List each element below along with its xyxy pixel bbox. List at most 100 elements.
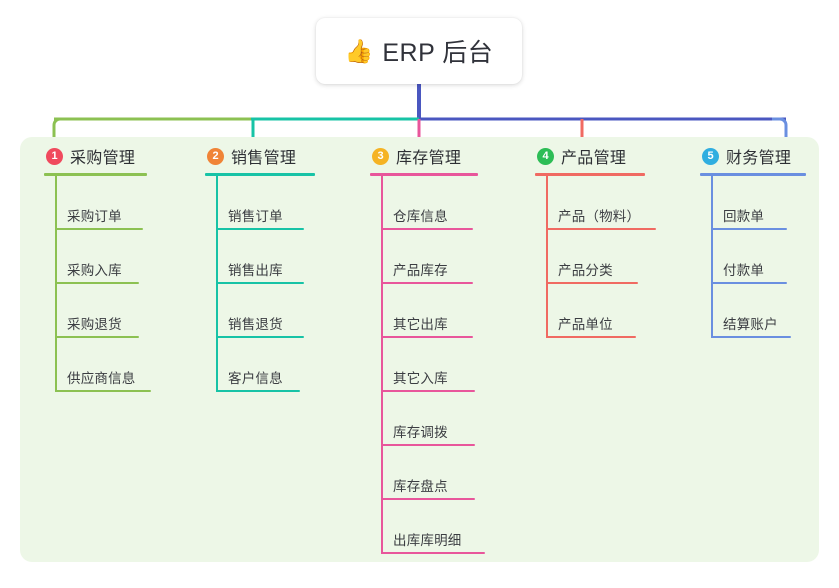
leaf-item[interactable]: 产品库存: [381, 230, 478, 284]
leaf-label: 其它入库: [393, 371, 448, 386]
branch-badge-1: 1: [46, 147, 63, 165]
leaf-label: 其它出库: [393, 317, 448, 332]
leaf-list-4: 产品（物料） 产品分类产品单位: [535, 176, 656, 338]
branch-badge-2: 2: [207, 147, 224, 165]
leaf-item[interactable]: 产品单位: [546, 284, 645, 338]
branch-badge-5: 5: [702, 147, 719, 165]
leaf-spine-5: [711, 176, 713, 338]
branch-rule-5: [700, 173, 806, 176]
leaf-item[interactable]: 库存调拨: [381, 392, 478, 446]
leaf-label: 回款单: [723, 209, 765, 224]
leaf-label: 采购退货: [67, 317, 122, 332]
leaf-rule: [711, 282, 787, 284]
leaf-rule: [55, 336, 139, 338]
branch-rule-2: [205, 173, 315, 176]
leaf-rule: [216, 228, 304, 230]
leaf-list-1: 采购订单采购入库采购退货供应商信息: [44, 176, 151, 392]
leaf-item[interactable]: 供应商信息: [55, 338, 151, 392]
leaf-item[interactable]: 仓库信息: [381, 176, 478, 230]
branch-badge-4: 4: [537, 147, 554, 165]
root-node-card[interactable]: 👍 ERP 后台: [316, 18, 522, 84]
leaf-label: 采购入库: [67, 263, 122, 278]
leaf-rule: [381, 390, 475, 392]
leaf-label: 出库库明细: [393, 533, 462, 548]
leaf-rule: [546, 336, 636, 338]
leaf-item[interactable]: 结算账户: [711, 284, 806, 338]
leaf-item[interactable]: 客户信息: [216, 338, 315, 392]
leaf-spine-4: [546, 176, 548, 338]
branch-title-5: 财务管理: [726, 150, 792, 167]
leaf-label: 销售订单: [228, 209, 283, 224]
branch-title-4: 产品管理: [561, 150, 627, 167]
leaf-spine-1: [55, 176, 57, 392]
leaf-item[interactable]: 销售退货: [216, 284, 315, 338]
leaf-item[interactable]: 回款单: [711, 176, 806, 230]
leaf-rule: [55, 228, 143, 230]
leaf-item[interactable]: 库存盘点: [381, 446, 478, 500]
leaf-label: 库存盘点: [393, 479, 448, 494]
leaf-label: 产品（物料）: [558, 209, 641, 224]
leaf-item[interactable]: 采购退货: [55, 284, 147, 338]
branch-rule-3: [370, 173, 478, 176]
branch-header-4[interactable]: 4 产品管理: [535, 145, 645, 167]
leaf-label: 产品单位: [558, 317, 613, 332]
branch-title-1: 采购管理: [70, 150, 136, 167]
leaf-item[interactable]: 其它入库: [381, 338, 478, 392]
leaf-list-2: 销售订单销售出库销售退货客户信息: [205, 176, 315, 392]
leaf-item[interactable]: 采购订单: [55, 176, 147, 230]
leaf-item[interactable]: 其它出库: [381, 284, 478, 338]
leaf-label: 供应商信息: [67, 371, 136, 386]
branch-column-5: 5 财务管理回款单付款单结算账户: [700, 145, 806, 338]
thumbs-up-icon: 👍: [344, 37, 374, 64]
leaf-rule: [216, 390, 300, 392]
leaf-item[interactable]: 付款单: [711, 230, 806, 284]
leaf-label: 付款单: [723, 263, 765, 278]
leaf-rule: [711, 336, 791, 338]
branch-column-4: 4 产品管理产品（物料） 产品分类产品单位: [535, 145, 656, 338]
branch-header-3[interactable]: 3 库存管理: [370, 145, 478, 167]
leaf-rule: [216, 282, 304, 284]
branch-column-3: 3 库存管理仓库信息产品库存其它出库其它入库库存调拨库存盘点出库库明细: [370, 145, 485, 554]
branches-panel: [20, 137, 819, 562]
branch-column-1: 1 采购管理采购订单采购入库采购退货供应商信息: [44, 145, 151, 392]
branch-rule-4: [535, 173, 645, 176]
leaf-item[interactable]: 产品（物料）: [546, 176, 656, 230]
leaf-spine-3: [381, 176, 383, 554]
leaf-item[interactable]: 出库库明细: [381, 500, 485, 554]
leaf-label: 产品库存: [393, 263, 448, 278]
leaf-list-3: 仓库信息产品库存其它出库其它入库库存调拨库存盘点出库库明细: [370, 176, 485, 554]
leaf-item[interactable]: 销售订单: [216, 176, 315, 230]
leaf-rule: [55, 390, 151, 392]
leaf-label: 采购订单: [67, 209, 122, 224]
leaf-rule: [381, 498, 475, 500]
leaf-rule: [381, 228, 473, 230]
leaf-label: 仓库信息: [393, 209, 448, 224]
branch-title-3: 库存管理: [396, 150, 462, 167]
leaf-label: 库存调拨: [393, 425, 448, 440]
leaf-rule: [381, 336, 473, 338]
leaf-label: 产品分类: [558, 263, 613, 278]
leaf-label: 结算账户: [723, 317, 778, 332]
branch-header-1[interactable]: 1 采购管理: [44, 145, 147, 167]
branch-badge-3: 3: [372, 147, 389, 165]
leaf-item[interactable]: 产品分类: [546, 230, 645, 284]
leaf-rule: [381, 552, 485, 554]
leaf-spine-2: [216, 176, 218, 392]
leaf-list-5: 回款单付款单结算账户: [700, 176, 806, 338]
leaf-label: 销售出库: [228, 263, 283, 278]
leaf-item[interactable]: 销售出库: [216, 230, 315, 284]
leaf-rule: [55, 282, 139, 284]
leaf-rule: [216, 336, 304, 338]
branch-header-5[interactable]: 5 财务管理: [700, 145, 806, 167]
leaf-rule: [546, 282, 638, 284]
leaf-rule: [711, 228, 787, 230]
leaf-rule: [381, 444, 475, 446]
leaf-label: 客户信息: [228, 371, 283, 386]
root-node-title: ERP 后台: [382, 39, 494, 67]
branch-rule-1: [44, 173, 147, 176]
leaf-label: 销售退货: [228, 317, 283, 332]
leaf-item[interactable]: 采购入库: [55, 230, 147, 284]
leaf-rule: [546, 228, 656, 230]
